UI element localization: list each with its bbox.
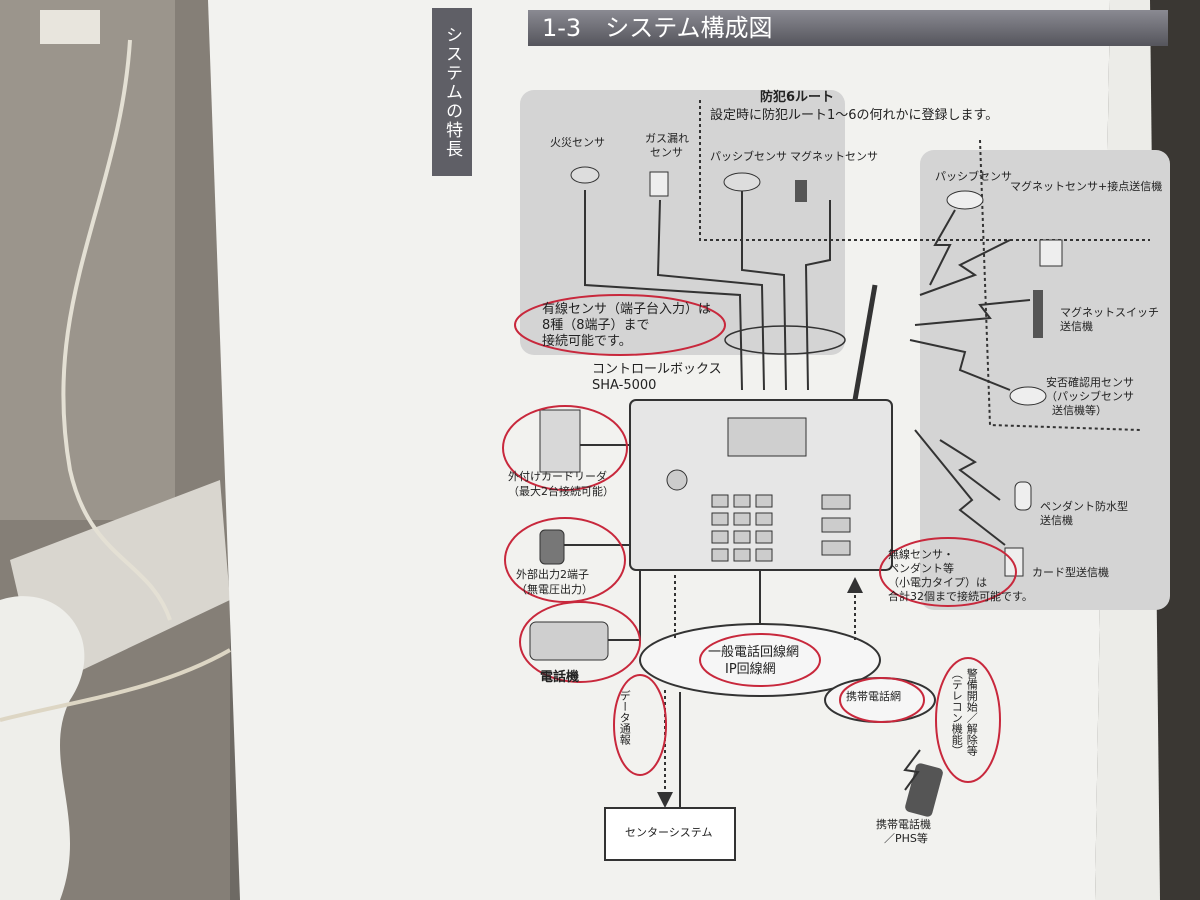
gas-sensor-label-1: ガス漏れ	[645, 132, 689, 145]
data-report-label: データ通報	[618, 690, 632, 745]
fire-sensor	[570, 166, 600, 184]
handset-label-1: 携帯電話機	[876, 818, 931, 831]
wireless-signal-5	[939, 439, 1001, 501]
public-network-label-2: IP回線網	[725, 662, 776, 677]
mobile-signal	[903, 749, 921, 791]
wireless-signal-4	[909, 339, 1011, 391]
gas-sensor-label-2: センサ	[650, 146, 683, 159]
plug	[40, 10, 100, 44]
wireless-signal-2	[919, 239, 1011, 296]
wire-fire	[584, 190, 743, 391]
magnet-tx-label: マグネットセンサ+接点送信機	[1010, 180, 1163, 193]
wire-bundle-ring	[724, 325, 846, 355]
antenna	[852, 284, 878, 401]
center-system-label: センターシステム	[625, 826, 713, 839]
contact-transmitter	[1039, 239, 1063, 267]
crime-route-heading: 防犯6ルート	[760, 90, 835, 105]
alarm-label-2: （テレコン機能）	[950, 668, 964, 756]
card-reader	[539, 409, 581, 473]
safety-sensor-label-3: 送信機等）	[1052, 404, 1107, 417]
control-box-keypad	[666, 469, 851, 562]
section-tab: システムの特長	[432, 8, 472, 176]
handset-label-2: ／PHS等	[884, 832, 928, 845]
alarm-label-1: 警備開始／解除等	[965, 668, 979, 756]
public-network-label-1: 一般電話回線網	[708, 645, 800, 660]
wired-note-2: 8種（8端子）まで	[542, 318, 650, 333]
control-box-display	[727, 417, 807, 457]
passive-sensor	[723, 172, 761, 192]
wired-note-1: 有線センサ（端子台入力）は	[542, 302, 712, 317]
telephone	[529, 621, 609, 661]
output-label-2: （無電圧出力）	[516, 583, 593, 596]
wire-gas	[656, 199, 765, 391]
magnet-switch-label-2: 送信機	[1060, 320, 1093, 333]
wireless-signal-1	[929, 209, 956, 286]
safety-sensor-label-1: 安否確認用センサ	[1046, 376, 1134, 389]
cabinet-wall	[0, 0, 175, 520]
wired-note-3: 接続可能です。	[542, 334, 632, 349]
output-label-1: 外部出力2端子	[516, 568, 589, 581]
pendant-label-2: 送信機	[1040, 514, 1073, 527]
card-reader-label-1: 外付けカードリーダ	[508, 470, 607, 483]
control-box-name: コントロールボックス	[592, 362, 722, 377]
mobile-network-label: 携帯電話網	[846, 690, 901, 703]
wire-passive	[741, 190, 787, 391]
wireless-note-3: （小電力タイプ）は	[888, 576, 987, 589]
page-title: 1-3 システム構成図	[528, 10, 1168, 46]
wireless-passive-label: パッシブセンサ	[935, 170, 1012, 183]
gas-sensor	[649, 171, 669, 197]
phone-label: 電話機	[540, 670, 580, 685]
card-reader-label-2: （最大2台接続可能）	[508, 485, 614, 498]
cable	[61, 39, 172, 621]
crime-route-border	[699, 100, 1150, 431]
foam-packing	[0, 596, 85, 900]
wireless-note-1: 無線センサ・	[888, 548, 954, 561]
cable-2	[0, 648, 231, 722]
wireless-note-4: 合計32個まで接続可能です。	[888, 590, 1033, 603]
magnet-sensor-label: マグネットセンサ	[790, 150, 878, 163]
safety-sensor-label-2: （パッシブセンサ	[1046, 390, 1134, 403]
wireless-note-2: ペンダント等	[888, 562, 954, 575]
wireless-passive-sensor	[946, 190, 984, 210]
pendant-label-1: ペンダント防水型	[1040, 500, 1128, 513]
magnet-switch	[1033, 290, 1043, 338]
wireless-area	[920, 150, 1170, 610]
magnet-switch-label-1: マグネットスイッチ	[1060, 306, 1159, 319]
warning-lamp	[539, 529, 565, 565]
control-box-model: SHA-5000	[592, 378, 657, 393]
card-transmitter-label: カード型送信機	[1032, 566, 1109, 579]
center-system-box	[604, 807, 736, 861]
pen-annotations	[502, 294, 1017, 783]
magnet-sensor	[795, 180, 807, 202]
wireless-signal-3	[914, 299, 1031, 326]
passive-sensor-label: パッシブセンサ	[710, 150, 787, 163]
pendant	[1014, 481, 1032, 511]
safety-sensor	[1009, 386, 1047, 406]
fire-sensor-label: 火災センサ	[550, 136, 605, 149]
wired-area	[520, 90, 845, 355]
crime-route-note: 設定時に防犯ルート1～6の何れかに登録します。	[710, 108, 999, 123]
wireless-signal-6	[914, 429, 1006, 546]
